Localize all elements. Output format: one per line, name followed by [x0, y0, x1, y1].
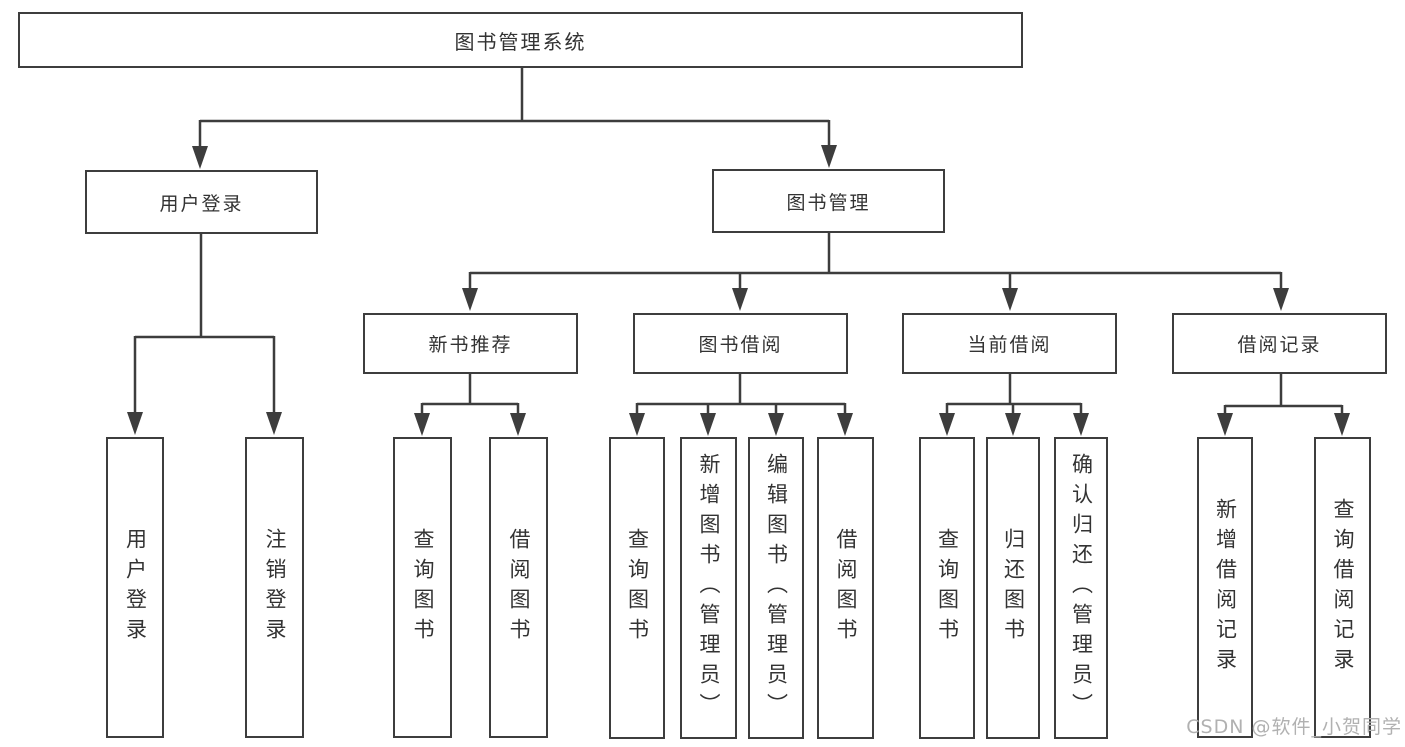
leaf-records-add-record: 新增借阅记录	[1197, 437, 1253, 738]
node-library-system: 图书管理系统	[18, 12, 1023, 68]
node-book-management: 图书管理	[712, 169, 945, 233]
leaf-rec-borrow-books: 借阅图书	[489, 437, 548, 738]
leaf-borrow-edit-books-admin: 编辑图书（管理员）	[748, 437, 804, 739]
node-new-book-recommend: 新书推荐	[363, 313, 578, 374]
leaf-borrow-query-books: 查询图书	[609, 437, 665, 739]
leaf-borrow-add-books-admin: 新增图书（管理员）	[680, 437, 737, 739]
connector-group	[133, 66, 1344, 414]
arrowheads-group	[127, 145, 1350, 436]
node-book-borrowing: 图书借阅	[633, 313, 848, 374]
leaf-current-return-books: 归还图书	[986, 437, 1040, 739]
watermark-text: CSDN @软件_小贺同学	[1186, 716, 1402, 738]
leaf-current-confirm-return-admin: 确认归还（管理员）	[1054, 437, 1108, 739]
leaf-user-login: 用户登录	[106, 437, 164, 738]
node-borrowing-records: 借阅记录	[1172, 313, 1387, 374]
node-current-borrowing: 当前借阅	[902, 313, 1117, 374]
leaf-rec-query-books: 查询图书	[393, 437, 452, 738]
leaf-current-query-books: 查询图书	[919, 437, 975, 739]
leaf-records-query-record: 查询借阅记录	[1314, 437, 1371, 738]
leaf-logout-login: 注销登录	[245, 437, 304, 738]
leaf-borrow-borrow-books: 借阅图书	[817, 437, 874, 739]
node-user-login: 用户登录	[85, 170, 318, 234]
